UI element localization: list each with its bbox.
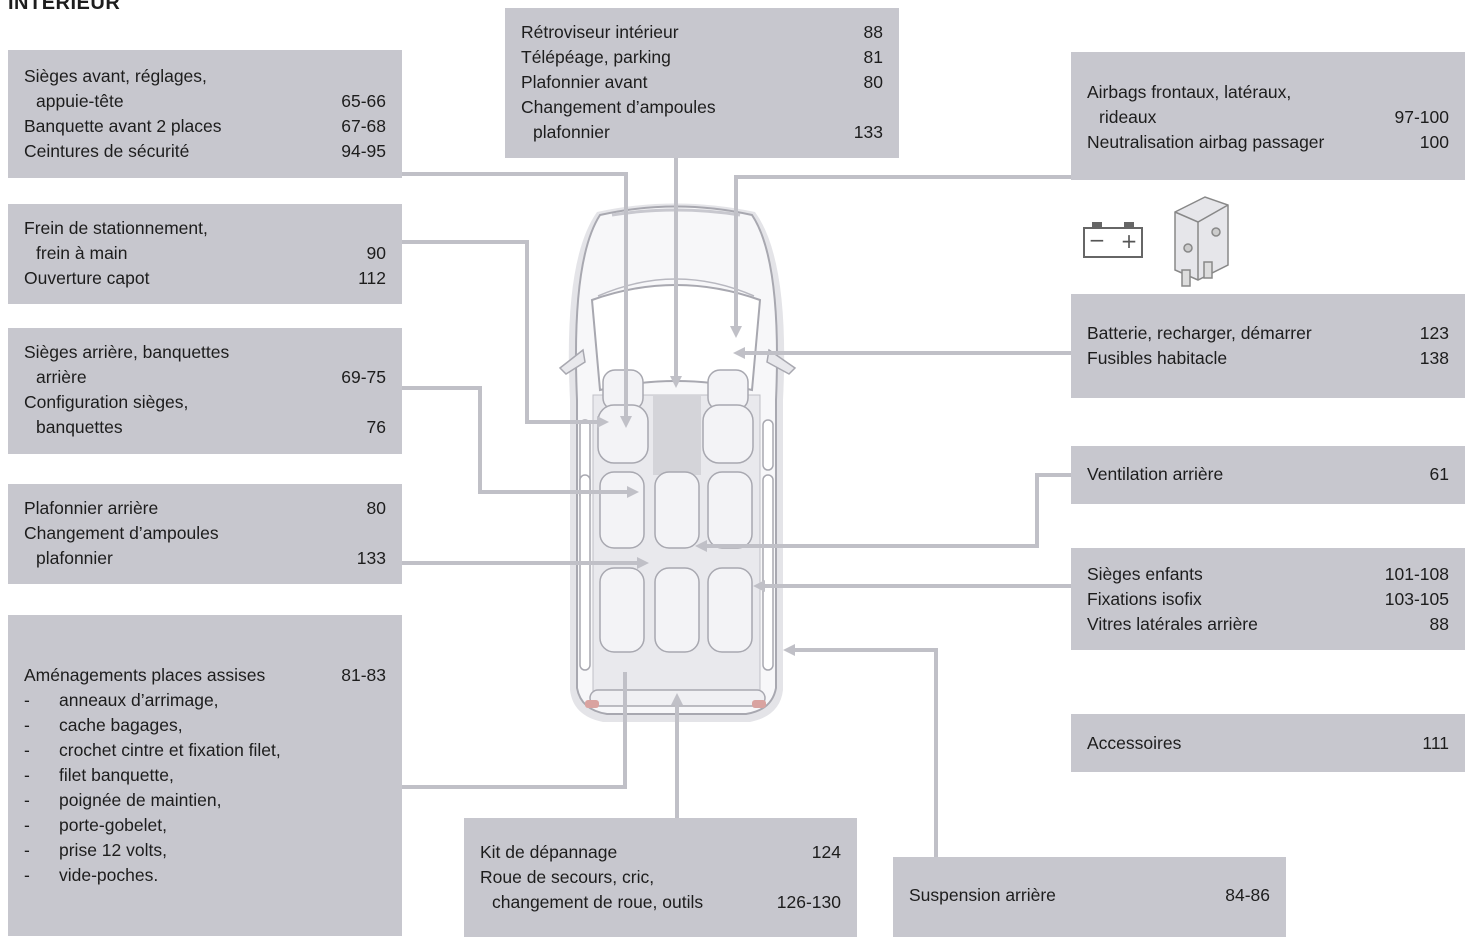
front-seats-line: Sièges avant, réglages,	[24, 66, 207, 86]
fittings-list-item: -cache bagages,	[24, 715, 183, 735]
rear-seats-line: Sièges arrière, banquettes	[24, 342, 230, 362]
rear-light-line: Changement d’ampoules	[24, 523, 219, 543]
car-illustration	[558, 203, 797, 722]
page-title: INTÉRIEUR	[8, 0, 121, 14]
parking-brake-line: Frein de stationnement,	[24, 218, 208, 238]
battery-plus-sign: +	[1121, 229, 1138, 253]
leader-arrowheads	[597, 326, 795, 705]
leader-lines	[402, 158, 1071, 857]
repair-kit-line: Roue de secours, cric,	[480, 867, 655, 887]
fittings-list-item: -poignée de maintien,	[24, 790, 222, 810]
fittings-list-item: -prise 12 volts,	[24, 840, 167, 860]
airbags-line: Airbags frontaux, latéraux,	[1087, 82, 1292, 102]
fittings-list-item: -filet banquette,	[24, 765, 174, 785]
fuse-icon	[1174, 196, 1229, 287]
battery-minus-sign: −	[1089, 228, 1106, 252]
battery-icon: − +	[1083, 222, 1143, 258]
fittings-list-item: -porte-gobelet,	[24, 815, 167, 835]
interior-mirror-line: Changement d’ampoules	[521, 97, 716, 117]
fittings-list-item: -crochet cintre et fixation filet,	[24, 740, 281, 760]
fittings-list-item: -anneaux d’arrimage,	[24, 690, 219, 710]
fittings-list-item: -vide-poches.	[24, 865, 159, 885]
rear-seats-line: Configuration sièges,	[24, 392, 189, 412]
